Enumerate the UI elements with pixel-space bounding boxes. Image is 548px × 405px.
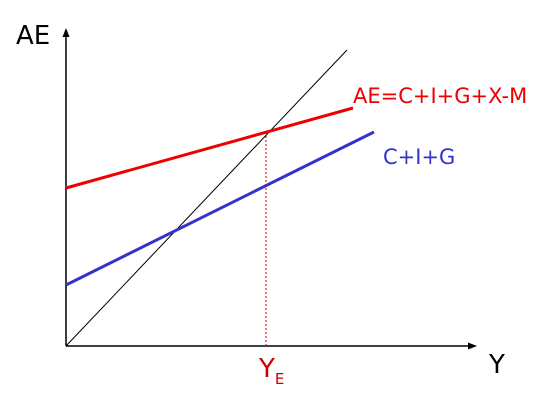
ae-total-line-label: AE=C+I+G+X-M <box>353 84 527 108</box>
x-axis-label: Y <box>488 350 505 380</box>
cig-line <box>65 130 375 287</box>
cig-line-label: C+I+G <box>383 145 455 169</box>
forty-five-degree-line <box>65 49 348 347</box>
equilibrium-label: YE <box>258 354 284 388</box>
x-axis-arrowhead <box>468 342 477 350</box>
equilibrium-label-subscript: E <box>275 370 284 388</box>
y-axis-arrowhead <box>62 28 70 37</box>
ae-total-line <box>65 106 354 190</box>
equilibrium-label-main: Y <box>258 354 275 384</box>
y-axis-label: AE <box>16 21 50 51</box>
